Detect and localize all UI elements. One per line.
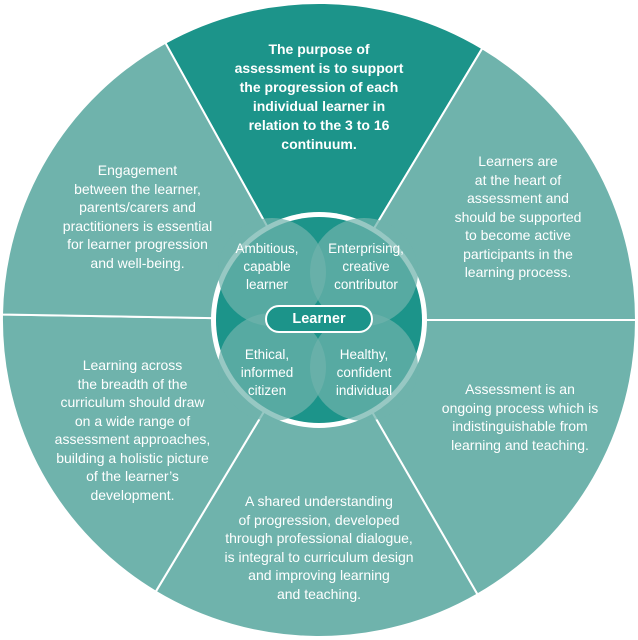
segment-text-top: The purpose of assessment is to support … bbox=[234, 41, 404, 152]
petal-ethical bbox=[218, 313, 326, 421]
purpose-ambitious: Ambitious, capable learner bbox=[235, 241, 299, 292]
wheel-segment-bottom bbox=[154, 318, 479, 638]
segment-text-bottom: A shared understanding of progression, d… bbox=[224, 493, 414, 602]
petal-healthy bbox=[310, 313, 418, 421]
learner-label: Learner bbox=[265, 305, 373, 333]
wheel-segment-top bbox=[163, 1, 484, 322]
segment-text-upper-left: Engagement between the learner, parents/… bbox=[62, 162, 213, 271]
purpose-healthy: Healthy, confident individual bbox=[335, 347, 393, 398]
petal-enterprising bbox=[310, 218, 418, 326]
segment-text-lower-left: Learning across the breadth of the curri… bbox=[54, 357, 211, 503]
purpose-ethical: Ethical, informed citizen bbox=[240, 347, 294, 398]
petal-ambitious bbox=[218, 218, 326, 326]
segment-text-upper-right: Learners are at the heart of assessment … bbox=[454, 153, 582, 280]
segment-text-lower-right: Assessment is an ongoing process which i… bbox=[441, 381, 599, 453]
purpose-enterprising: Enterprising, creative contributor bbox=[328, 241, 404, 292]
